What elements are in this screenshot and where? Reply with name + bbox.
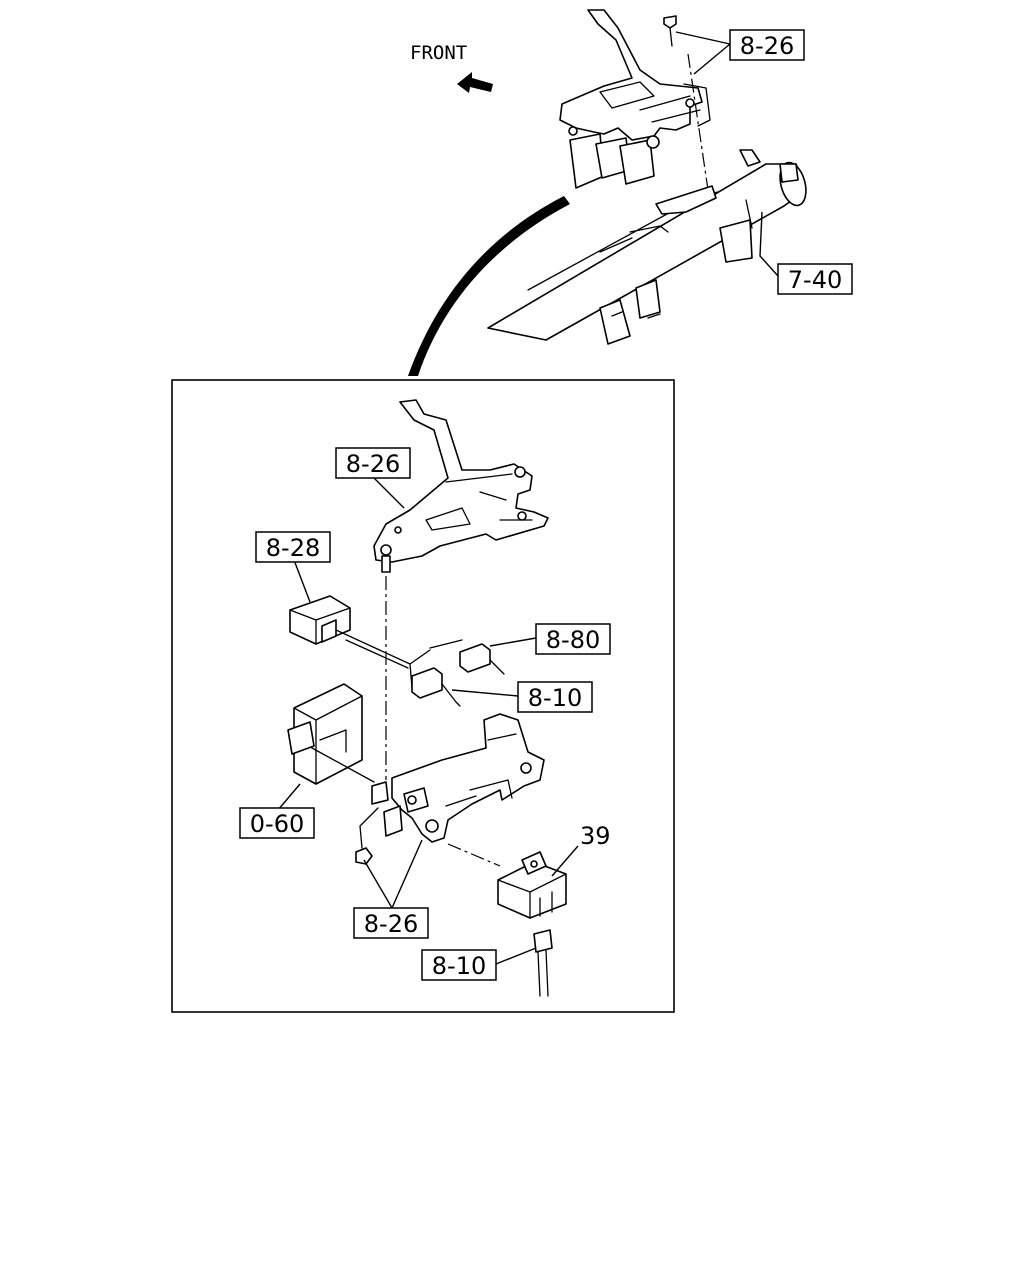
callout-connector-a-text: 8-80: [546, 626, 600, 654]
callout-crossmember: 7-40: [777, 263, 853, 295]
detail-connectors: [409, 639, 505, 707]
top-bracket-assembly: [559, 9, 711, 191]
detail-relay: [289, 595, 413, 689]
callout-harness-clip-text: 8-10: [432, 952, 486, 980]
callout-control-unit: 0-60: [239, 807, 315, 839]
detail-upper-bracket: [373, 399, 549, 780]
leader-lines: [277, 31, 779, 965]
detail-frame: [171, 379, 675, 1013]
front-arrow-icon: [457, 72, 493, 93]
detail-arrow: [408, 196, 570, 376]
callout-top-bracket: 8-26: [729, 29, 805, 61]
callout-detail-bracket-text: 8-26: [346, 450, 400, 478]
detail-lower-bracket: [355, 713, 545, 865]
detail-control-unit: [287, 683, 375, 785]
callout-control-unit-text: 0-60: [250, 810, 304, 838]
callout-relay-text: 8-28: [266, 534, 320, 562]
callout-relay: 8-28: [255, 531, 331, 563]
callout-connector-b-text: 8-10: [528, 684, 582, 712]
callout-crossmember-text: 7-40: [788, 266, 842, 294]
callout-detail-bracket: 8-26: [335, 447, 411, 479]
crossmember-tube: [487, 149, 807, 345]
detail-cover-39: [447, 843, 567, 919]
detail-harness-clip: [533, 929, 553, 997]
callout-connector-b: 8-10: [517, 681, 593, 713]
callout-connector-a: 8-80: [535, 623, 611, 655]
callout-harness-clip: 8-10: [421, 949, 497, 981]
front-label: FRONT: [410, 42, 467, 64]
callout-cover-part-text: 39: [580, 822, 611, 850]
callout-fasteners-text: 8-26: [364, 910, 418, 938]
callout-fasteners: 8-26: [353, 907, 429, 939]
callout-top-bracket-text: 8-26: [740, 32, 794, 60]
